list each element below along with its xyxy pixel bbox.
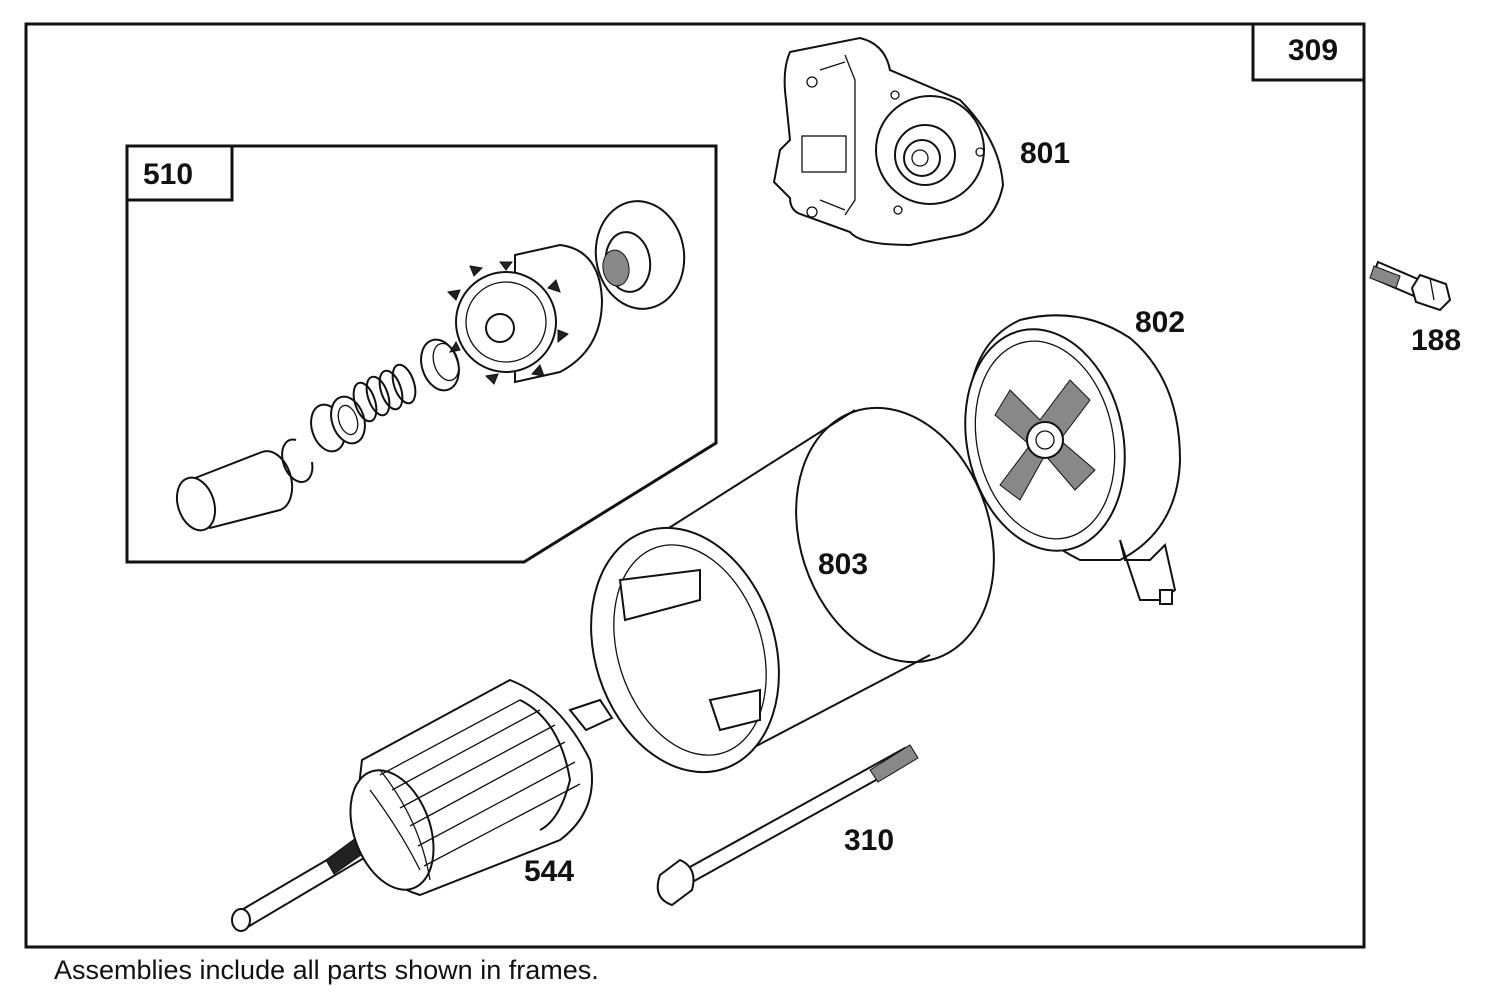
housing-803: 803 [590, 406, 995, 774]
drive-assembly [175, 200, 686, 532]
drive-sleeve [175, 450, 294, 532]
bracket-801: 801 [772, 36, 1070, 247]
main-frame [24, 22, 1366, 949]
cup-washer [594, 200, 686, 310]
label-803: 803 [818, 548, 868, 581]
collar [310, 395, 366, 453]
label-box-309: 309 [1251, 24, 1364, 82]
label-310: 310 [844, 824, 894, 857]
retainer-ring [420, 338, 460, 392]
sub-frame-510: 510 [125, 144, 718, 564]
bolt-188: 188 [1369, 260, 1461, 357]
spring [352, 363, 417, 423]
footer-note: Assemblies include all parts shown in fr… [54, 955, 599, 985]
label-188: 188 [1411, 324, 1461, 357]
pinion-gear [446, 243, 604, 385]
through-bolt-310: 310 [656, 744, 919, 907]
snap-ring [281, 438, 314, 483]
label-510: 510 [143, 158, 193, 191]
label-544: 544 [524, 855, 574, 888]
label-801: 801 [1020, 137, 1070, 170]
armature-544: 544 [231, 678, 614, 932]
end-cap-802: 802 [964, 306, 1185, 605]
label-802: 802 [1135, 306, 1185, 339]
label-309: 309 [1288, 34, 1338, 67]
